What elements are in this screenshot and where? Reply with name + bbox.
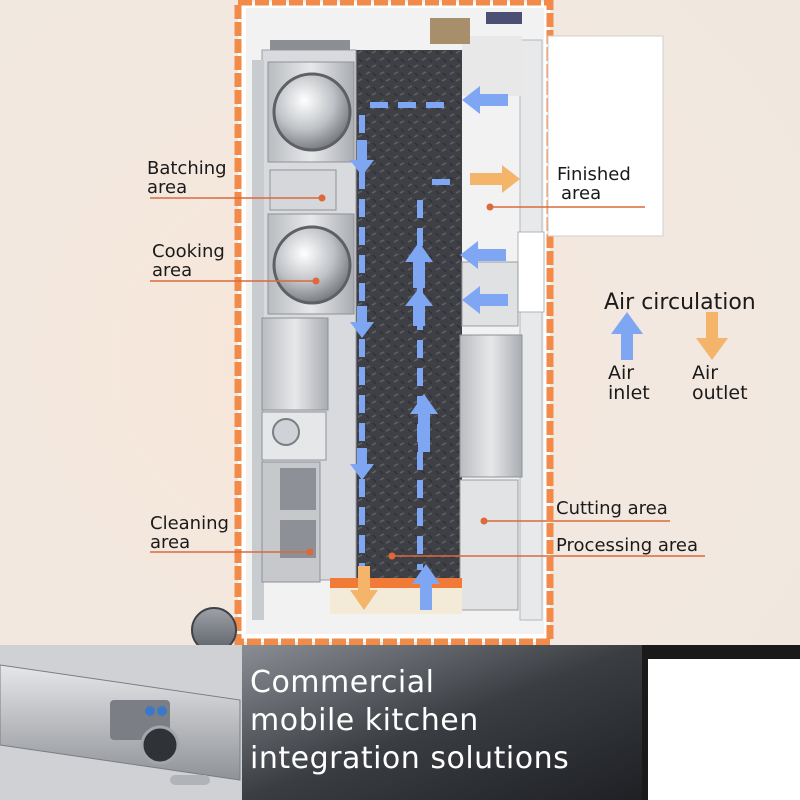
inlet-arrow-up xyxy=(412,564,440,610)
inlet-arrow-left xyxy=(462,286,508,314)
outlet-arrow-down xyxy=(350,566,378,610)
processing-area-label: Processing area xyxy=(556,535,698,556)
legend-inlet-arrow xyxy=(611,312,643,360)
equipment-photo xyxy=(0,645,800,800)
inlet-arrow-left xyxy=(460,241,506,269)
outlet-arrow-right xyxy=(470,165,520,193)
inlet-arrow-left xyxy=(462,86,508,114)
marker-dots xyxy=(306,194,494,560)
air-flow-lines xyxy=(359,102,460,570)
banner-title-line-2: mobile kitchen xyxy=(250,703,479,738)
air-outlet-arrows xyxy=(350,165,520,610)
cutting-area-label: Cutting area xyxy=(556,498,668,519)
bottom-banner: Commercial mobile kitchen integration so… xyxy=(0,645,800,800)
legend-outlet-arrow xyxy=(696,312,728,360)
banner-title-line-3: integration solutions xyxy=(250,741,570,776)
banner-title-line-1: Commercial xyxy=(250,665,435,700)
leader-lines xyxy=(150,197,705,557)
legend-title: Air circulation xyxy=(604,290,756,315)
finished-area-panel xyxy=(547,35,664,237)
